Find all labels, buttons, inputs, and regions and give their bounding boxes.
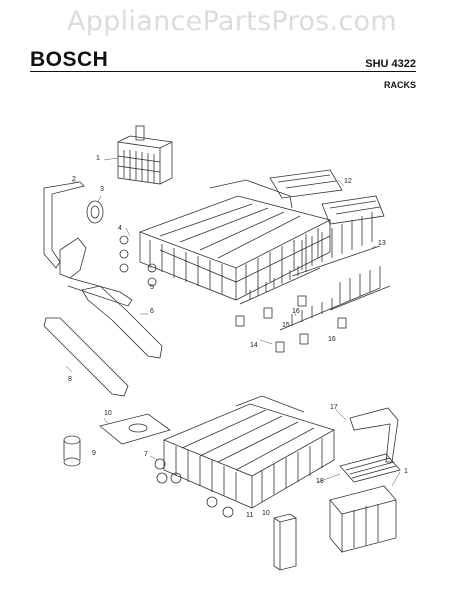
callout-14: 14	[250, 342, 258, 349]
callout-11: 11	[246, 512, 254, 519]
basket-handle	[349, 407, 399, 463]
water-feed-tube	[67, 277, 133, 307]
rack-rail-left	[43, 181, 85, 269]
callout-4: 4	[118, 225, 122, 232]
filter-plate-hole	[128, 423, 148, 433]
lower-spray-arm	[43, 317, 129, 397]
brand-logo: BOSCH	[30, 48, 109, 71]
micro-filter	[63, 435, 81, 467]
callout-10-bottom: 10	[262, 510, 270, 517]
model-number: SHU 4322	[365, 58, 416, 70]
section-title: RACKS	[383, 80, 416, 90]
filter-plate	[99, 413, 171, 445]
callout-9: 9	[92, 450, 96, 457]
rack-wheels-upper	[119, 235, 157, 287]
callout-3: 3	[100, 186, 104, 193]
callout-8: 8	[68, 376, 72, 383]
callout-10-left: 10	[104, 410, 112, 417]
callout-16-b: 16	[328, 336, 336, 343]
basket-lid	[339, 453, 401, 483]
callout-17: 17	[330, 404, 338, 411]
upper-rack	[138, 179, 332, 301]
watermark: AppliancePartsPros.com	[67, 6, 397, 37]
leader-lines	[65, 157, 401, 487]
cutlery-basket-bottom	[329, 485, 397, 554]
cup-shelves	[269, 169, 385, 225]
upper-spray-arm	[81, 285, 163, 359]
callout-13: 13	[378, 240, 386, 247]
tall-detergent-box	[273, 513, 297, 571]
callout-12: 12	[344, 178, 352, 185]
callout-2: 2	[72, 176, 76, 183]
header-rule	[30, 71, 416, 72]
fold-down-tines	[239, 212, 391, 331]
basket-lid-grid	[345, 457, 397, 479]
callout-15: 15	[282, 322, 290, 329]
callout-5: 5	[150, 284, 154, 291]
lower-rack	[162, 395, 336, 509]
callout-6: 6	[150, 308, 154, 315]
callout-7: 7	[144, 451, 148, 458]
cutlery-basket-top	[117, 125, 173, 185]
tine-clips	[235, 295, 347, 353]
spray-wheel	[86, 200, 104, 224]
spray-arm-mount	[59, 237, 87, 279]
callout-1-bottom: 1	[404, 468, 408, 475]
callout-16-a: 16	[292, 308, 300, 315]
callout-18: 18	[316, 478, 324, 485]
callout-1-top: 1	[96, 155, 100, 162]
rack-wheels-lower	[154, 458, 234, 518]
